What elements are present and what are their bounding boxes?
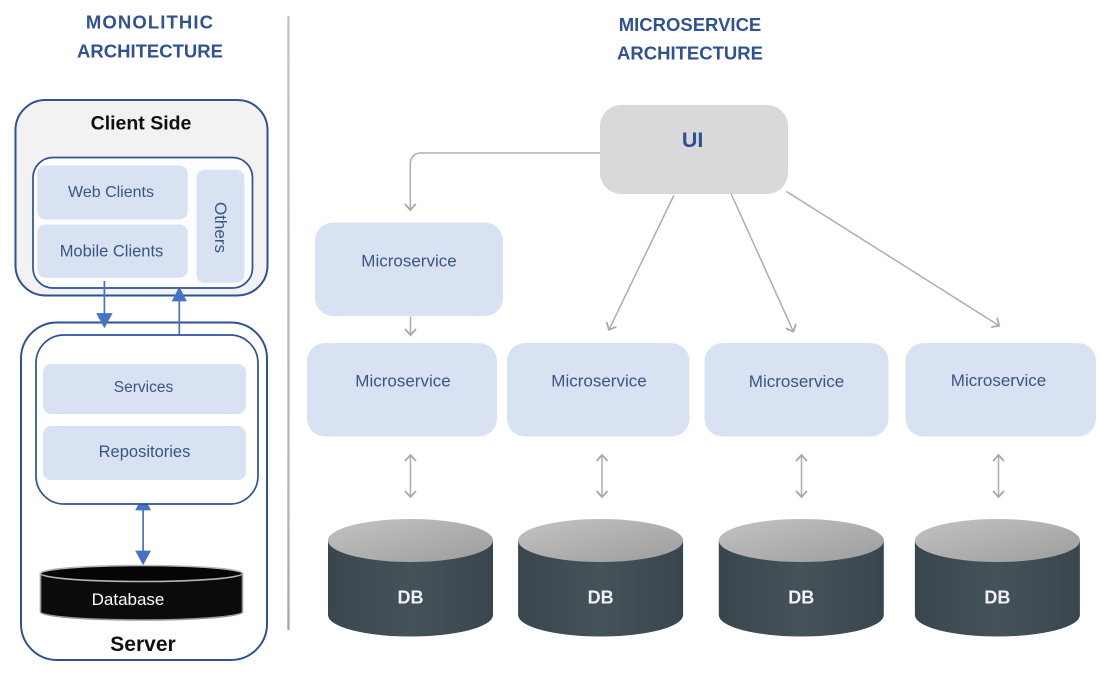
svg-text:Client Side: Client Side [91,113,192,135]
svg-text:Microservice: Microservice [361,252,456,271]
svg-text:Microservice: Microservice [551,372,646,391]
svg-text:Services: Services [114,379,174,396]
svg-text:Microservice: Microservice [749,372,844,391]
svg-text:DB: DB [398,588,424,608]
svg-text:Microservice: Microservice [355,372,450,391]
svg-text:Database: Database [92,590,165,609]
svg-text:UI: UI [682,128,704,152]
svg-text:Microservice: Microservice [951,371,1046,390]
svg-text:Mobile Clients: Mobile Clients [60,243,164,261]
svg-text:Server: Server [110,633,175,656]
svg-text:ARCHITECTURE: ARCHITECTURE [617,43,763,64]
svg-text:ARCHITECTURE: ARCHITECTURE [77,41,223,62]
svg-text:Web Clients: Web Clients [68,184,154,201]
svg-text:MONOLITHIC: MONOLITHIC [86,12,214,33]
svg-text:Repositories: Repositories [99,443,191,461]
svg-text:Others: Others [211,202,230,253]
svg-text:MICROSERVICE: MICROSERVICE [619,14,762,35]
